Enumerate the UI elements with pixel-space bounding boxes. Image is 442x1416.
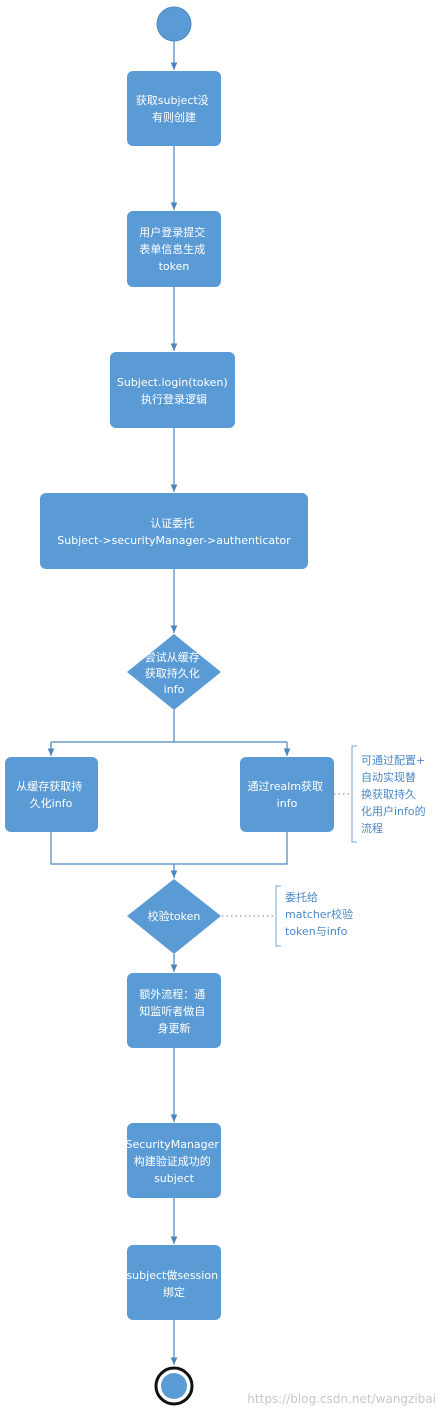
- subject-login-label: Subject.login(token) 执行登录逻辑: [117, 376, 231, 406]
- edge-merge: [50, 832, 288, 865]
- auth-delegate-label: 认证委托 Subject->securityManager->authentic…: [57, 516, 291, 547]
- build-subject-box: [127, 1123, 221, 1198]
- subject-login-box: [110, 352, 235, 428]
- try-cache-label: 尝试从缓存 获取持久化 info: [145, 650, 204, 696]
- verify-token-label: 校验token: [148, 909, 201, 923]
- auth-delegate-box: [40, 493, 308, 569]
- matcher-note-bracket: [275, 885, 281, 947]
- end-node-core: [161, 1373, 187, 1399]
- via-realm-box: [240, 757, 334, 832]
- from-cache-label: 从缓存获取持 久化info: [16, 779, 86, 810]
- watermark: https://blog.csdn.net/wangzibai: [247, 1392, 436, 1406]
- realm-note-bracket: [351, 745, 357, 843]
- verify-token-decision: [127, 879, 221, 954]
- try-cache-decision: [127, 634, 221, 710]
- login-submit-box: [127, 211, 221, 287]
- connectors: [47, 41, 291, 1365]
- start-node: [156, 6, 192, 42]
- get-subject-box: [127, 71, 221, 146]
- note-brackets: [275, 745, 357, 947]
- note-connectors: [222, 793, 352, 917]
- from-cache-box: [5, 757, 98, 832]
- get-subject-label: 获取subject没 有则创建: [136, 94, 212, 124]
- bind-session-box: [127, 1245, 221, 1320]
- notes: 可通过配置+ 自动实现替 换获取持久 化用户info的 流程 委托给 match…: [285, 754, 429, 938]
- extra-flow-box: [127, 973, 221, 1048]
- build-subject-label: SecurityManager 构建验证成功的 subject: [126, 1138, 223, 1185]
- matcher-note-text: 委托给 matcher校验 token与info: [285, 890, 357, 938]
- node-labels: 获取subject没 有则创建 用户登录提交 表单信息生成 token Subj…: [16, 94, 326, 1299]
- bind-session-label: subject做session 绑定: [126, 1268, 221, 1299]
- via-realm-label: 通过realm获取 info: [247, 780, 326, 810]
- extra-flow-label: 额外流程：通 知监听者做自 身更新: [139, 987, 209, 1035]
- login-submit-label: 用户登录提交 表单信息生成 token: [139, 225, 209, 273]
- realm-note-text: 可通过配置+ 自动实现替 换获取持久 化用户info的 流程: [361, 754, 429, 835]
